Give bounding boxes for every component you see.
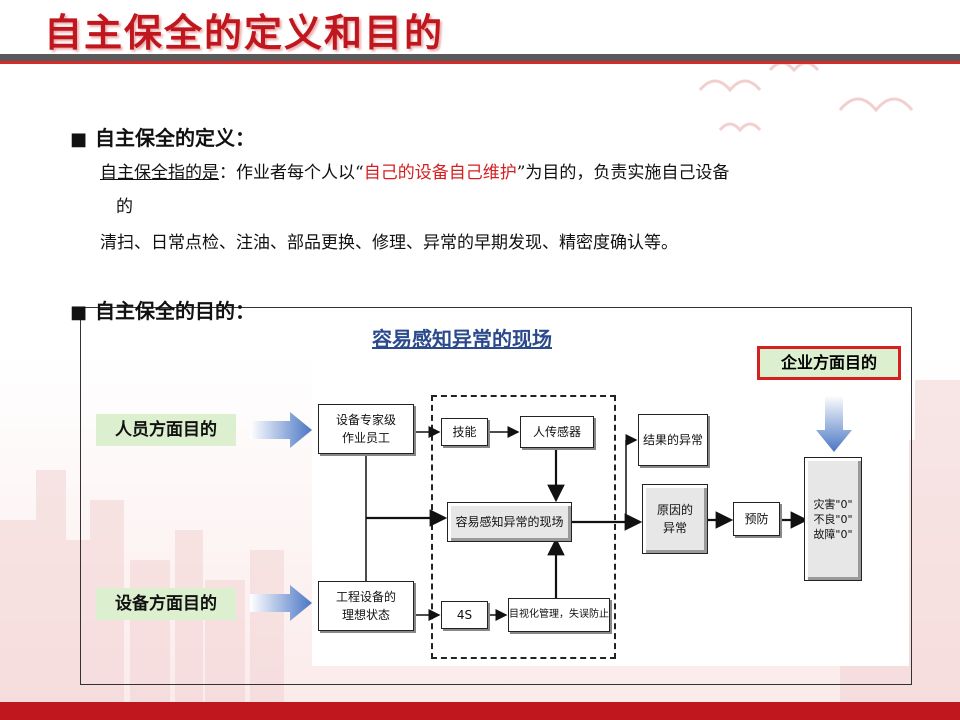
zero-goals-box: 灾害"0" 不良"0" 故障"0"	[804, 457, 862, 581]
definition-heading: ■ 自主保全的定义：	[70, 122, 255, 151]
definition-lead: 自主保全指的是	[100, 163, 219, 183]
definition-paragraph: 自主保全指的是：作业者每个人以“自己的设备自己维护”为目的，负责实施自己设备	[100, 156, 729, 190]
diagram-frame	[80, 307, 912, 685]
equipment-purpose-label: 设备方面目的	[96, 588, 236, 620]
easy-detect-box: 容易感知异常的现场	[447, 502, 572, 542]
definition-line2: 清扫、日常点检、注油、部品更换、修理、异常的早期发现、精密度确认等。	[100, 233, 678, 253]
title-divider-accent	[0, 61, 960, 64]
prevention-box: 预防	[733, 502, 780, 536]
result-abnormal-box: 结果的异常	[638, 414, 708, 466]
square-bullet-icon: ■	[70, 302, 88, 323]
purpose-heading-text: 自主保全的目的：	[95, 299, 256, 323]
dashed-group-frame	[431, 395, 616, 659]
expert-operator-box: 设备专家级 作业员工	[318, 404, 414, 454]
cause-abnormal-box: 原因的 异常	[642, 484, 708, 554]
diagram-title: 容易感知异常的现场	[372, 327, 552, 351]
purpose-heading: ■ 自主保全的目的：	[70, 295, 255, 324]
people-purpose-label: 人员方面目的	[96, 414, 236, 446]
definition-heading-text: 自主保全的定义：	[95, 126, 256, 150]
page-title: 自主保全的定义和目的	[44, 11, 445, 55]
footer-bar	[0, 702, 960, 720]
four-s-box: 4S	[441, 601, 488, 629]
definition-colon: ：作业者每个人以“	[219, 163, 364, 183]
definition-rest: ”为目的，负责实施自己设备	[516, 163, 730, 183]
ideal-state-box: 工程设备的 理想状态	[318, 581, 414, 631]
definition-highlight: 自己的设备自己维护	[363, 163, 517, 183]
human-sensor-box: 人传感器	[520, 416, 594, 448]
square-bullet-icon: ■	[70, 129, 88, 150]
people-arrow-icon	[250, 412, 312, 448]
definition-wrap: 的	[116, 197, 133, 217]
visual-management-box: 目视化管理，失误防止	[508, 598, 610, 632]
enterprise-purpose-label: 企业方面目的	[757, 346, 901, 380]
skill-box: 技能	[441, 418, 488, 446]
title-divider	[0, 54, 960, 61]
enterprise-arrow-icon	[816, 395, 852, 452]
equipment-arrow-icon	[250, 585, 312, 621]
